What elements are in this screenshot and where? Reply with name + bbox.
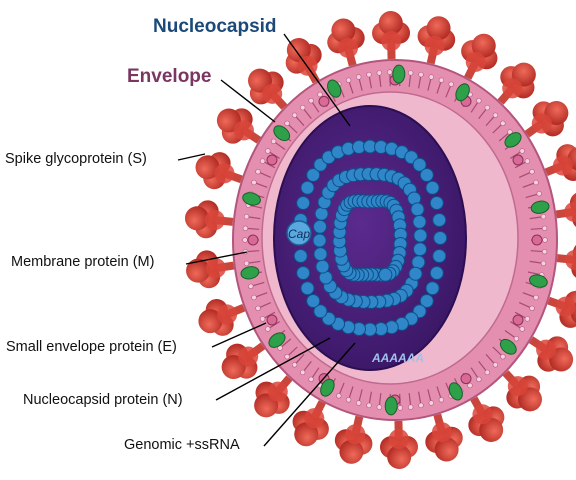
- nucleocapsid-bead-icon: [425, 281, 440, 296]
- nucleocapsid-bead-icon: [433, 231, 448, 245]
- nucleocapsid-bead-icon: [300, 281, 315, 296]
- spike-icon: [556, 241, 576, 280]
- nucleocapsid-bead-icon: [412, 214, 427, 229]
- nucleocapsid-rna-coil: [292, 139, 448, 337]
- membrane-protein-icon: [460, 373, 472, 385]
- nucleocapsid-bead-icon: [419, 294, 434, 308]
- nucleocapsid-bead-icon: [432, 213, 447, 227]
- membrane-protein-icon: [531, 234, 543, 246]
- envelope-protein-icon: [240, 266, 260, 280]
- nucleocapsid-bead-icon: [313, 247, 328, 262]
- spike-icon: [334, 415, 373, 464]
- nucleocapsid-bead-icon: [410, 202, 425, 217]
- spike-icon: [555, 191, 576, 230]
- spike-icon: [254, 375, 293, 418]
- nucleocapsid-bead-icon: [408, 266, 423, 281]
- nucleocapsid-bead-icon: [315, 259, 330, 274]
- envelope-protein-icon: [320, 378, 335, 397]
- nucleocapsid-bead-icon: [425, 180, 440, 195]
- envelope-protein-icon: [384, 396, 398, 416]
- nucleocapsid-bead-icon: [412, 157, 427, 172]
- spike-icon: [248, 68, 288, 110]
- spike-icon: [502, 370, 542, 412]
- envelope-protein-icon: [273, 125, 291, 142]
- nucleocapsid-bead-icon: [300, 180, 315, 195]
- cap-text: Cap: [288, 227, 310, 241]
- membrane-protein-label: Membrane protein (M): [11, 254, 155, 270]
- membrane-proteins: [247, 74, 543, 406]
- nucleocapsid-bead-icon: [312, 233, 327, 248]
- membrane-protein-icon: [512, 314, 524, 326]
- membrane-protein-icon: [247, 234, 259, 246]
- nucleocapsid-bead-icon: [313, 304, 328, 319]
- envelope-protein-icon: [455, 83, 470, 102]
- spike-icon: [221, 342, 266, 379]
- pointer-lines: [177, 33, 356, 447]
- spike-icon: [379, 420, 418, 469]
- membrane-protein-icon: [266, 154, 278, 166]
- spike-icon: [186, 250, 235, 289]
- nucleocapsid-bead-icon: [293, 249, 308, 263]
- virus-core: [273, 105, 467, 371]
- spike-icon: [372, 11, 411, 60]
- spike-icon: [524, 101, 569, 138]
- envelope-protein-icon: [530, 200, 550, 214]
- spike-icon: [195, 152, 243, 190]
- membrane-protein-icon: [318, 95, 330, 107]
- membrane-protein-icon: [266, 314, 278, 326]
- cap-icon: Cap: [286, 220, 312, 246]
- nucleocapsid-bead-icon: [306, 294, 321, 308]
- envelope-protein-icon: [327, 79, 342, 98]
- nucleocapsid-label: Nucleocapsid: [153, 16, 277, 37]
- envelope-protein-icon: [529, 274, 548, 288]
- envelope-protein-icon: [242, 192, 261, 206]
- spike-icon: [528, 336, 574, 372]
- envelope-protein-icon: [504, 132, 522, 148]
- spike-icon: [497, 62, 536, 105]
- nucleocapsid-bead-icon: [313, 219, 327, 234]
- nucleocapsid-bead-icon: [378, 267, 393, 282]
- poly-a-text: AAAAAA: [371, 351, 424, 365]
- small-envelope-protein-label: Small envelope protein (E): [6, 339, 177, 355]
- membrane-protein-icon: [512, 154, 524, 166]
- nucleocapsid-bead-icon: [429, 196, 444, 210]
- envelope-protein-icon: [392, 64, 406, 84]
- spike-icon: [198, 298, 246, 336]
- spike-icon: [327, 18, 365, 67]
- envelope-protein-icon: [448, 382, 463, 401]
- genomic-rna-label: Genomic +ssRNA: [124, 437, 240, 453]
- envelope-label: Envelope: [127, 66, 212, 87]
- nucleocapsid-bead-icon: [413, 242, 427, 257]
- spike-icon: [417, 16, 456, 65]
- spike-glycoproteins: [184, 11, 576, 469]
- spike-label: Spike glycoprotein (S): [5, 151, 147, 167]
- envelope-protein-icon: [268, 332, 286, 348]
- spike-icon: [461, 33, 498, 80]
- nucleocapsid-bead-icon: [306, 168, 321, 182]
- nucleocapsid-bead-icon: [314, 206, 329, 221]
- spike-icon: [468, 396, 505, 442]
- spike-icon: [184, 200, 234, 239]
- nucleocapsid-bead-icon: [432, 249, 447, 263]
- spike-icon: [216, 108, 262, 144]
- nucleocapsid-bead-icon: [296, 196, 311, 210]
- small-envelope-proteins: [240, 64, 550, 416]
- spike-icon: [425, 413, 463, 462]
- nucleocapsid-protein-label: Nucleocapsid protein (N): [23, 392, 183, 408]
- nucleocapsid-bead-icon: [296, 266, 311, 280]
- spike-icon: [292, 400, 329, 447]
- spike-icon: [544, 144, 576, 182]
- nucleocapsid-bead-icon: [419, 168, 434, 182]
- nucleocapsid-bead-icon: [429, 266, 444, 280]
- envelope-protein-icon: [499, 338, 517, 355]
- nucleocapsid-bead-icon: [413, 228, 428, 243]
- nucleocapsid-bead-icon: [411, 255, 426, 270]
